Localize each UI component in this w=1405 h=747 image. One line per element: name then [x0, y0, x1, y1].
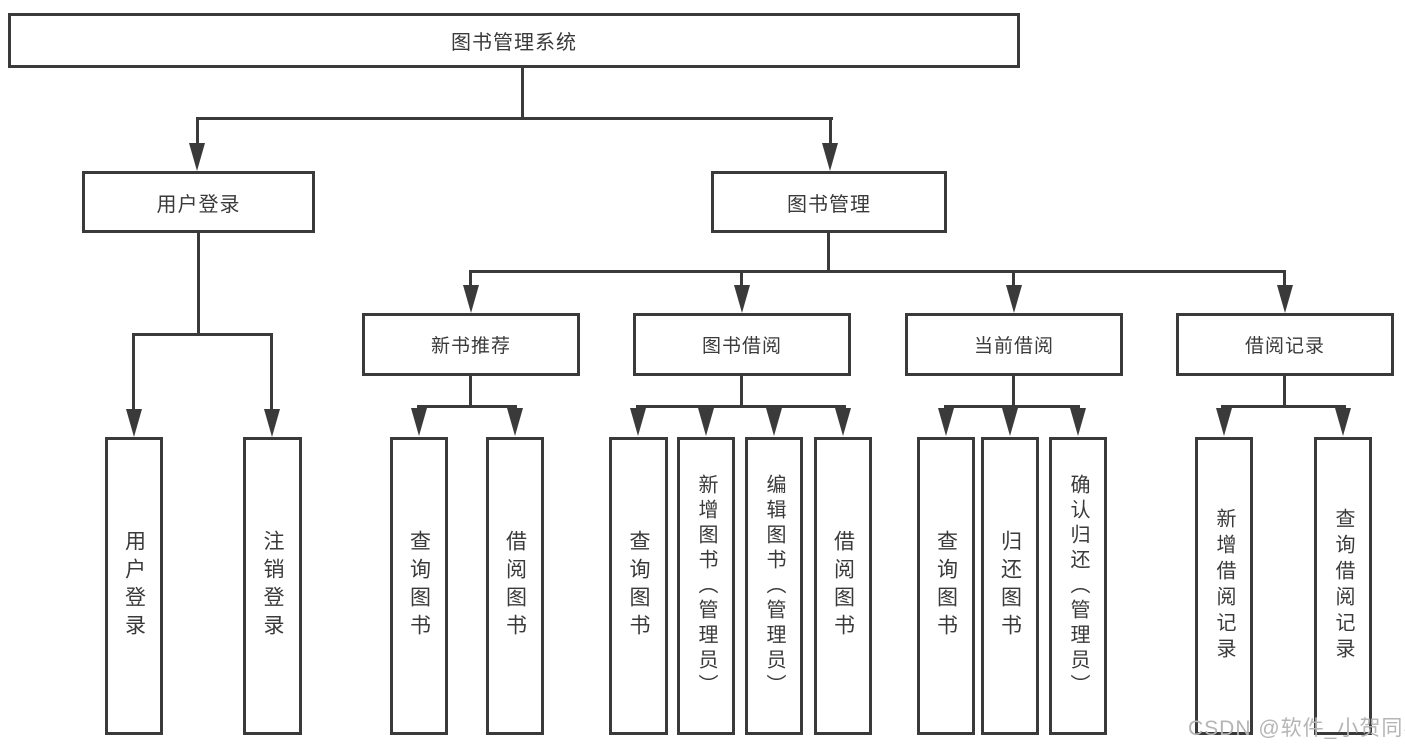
arrow-down-icon	[1335, 408, 1351, 436]
arrow-down-icon	[189, 143, 205, 171]
leaf-label: 新增借阅记录	[1213, 508, 1235, 664]
leaf-newbook-query: 查询图书	[390, 437, 448, 735]
node-book-mgmt: 图书管理	[711, 171, 947, 233]
arrow-down-icon	[938, 408, 954, 436]
connector-root-right-stub	[829, 117, 832, 145]
node-user-login-label: 用户登录	[156, 193, 241, 216]
connector-userlogin-hline	[132, 333, 273, 336]
connector-newbook-vline	[469, 376, 472, 408]
node-root: 图书管理系统	[8, 13, 1020, 68]
connector-currentborrow-hline	[944, 405, 1080, 408]
arrow-down-icon	[411, 408, 427, 436]
node-user-login: 用户登录	[82, 171, 315, 233]
node-new-book: 新书推荐	[362, 313, 580, 376]
connector-bookmgmt-stub	[1012, 270, 1015, 285]
node-borrow-record-label: 借阅记录	[1244, 336, 1325, 357]
arrow-down-icon	[126, 409, 142, 437]
leaf-user-login: 用户登录	[105, 437, 163, 735]
leaf-label: 确认归还（管理员）	[1067, 473, 1089, 699]
arrow-down-icon	[264, 409, 280, 437]
node-book-borrow: 图书借阅	[633, 313, 851, 376]
leaf-label: 借阅图书	[503, 530, 527, 642]
connector-bookborrow-hline	[636, 405, 846, 408]
leaf-bookborrow-edit: 编辑图书（管理员）	[745, 437, 803, 735]
leaf-current-return: 归还图书	[981, 437, 1039, 735]
connector-newbook-hline	[417, 405, 517, 408]
arrow-down-icon	[630, 408, 646, 436]
connector-userlogin-left-stub	[132, 333, 135, 409]
connector-bookmgmt-vline	[827, 233, 830, 273]
leaf-label: 编辑图书（管理员）	[763, 473, 785, 699]
leaf-label: 查询图书	[934, 530, 958, 642]
arrow-down-icon	[463, 285, 479, 313]
connector-currentborrow-vline	[1012, 376, 1015, 408]
connector-root-left-stub	[196, 117, 199, 145]
leaf-label: 注销登录	[261, 530, 284, 642]
arrow-down-icon	[698, 408, 714, 436]
leaf-label: 查询借阅记录	[1332, 508, 1354, 664]
connector-bookmgmt-hline	[469, 270, 1286, 273]
connector-bookmgmt-stub	[1283, 270, 1286, 285]
leaf-label: 借阅图书	[831, 530, 855, 642]
arrow-down-icon	[1070, 408, 1086, 436]
leaf-bookborrow-add: 新增图书（管理员）	[677, 437, 735, 735]
leaf-current-query: 查询图书	[917, 437, 975, 735]
node-root-label: 图书管理系统	[451, 32, 577, 54]
leaf-label: 用户登录	[122, 530, 146, 642]
node-current-borrow-label: 当前借阅	[973, 336, 1054, 357]
node-current-borrow: 当前借阅	[905, 313, 1123, 376]
node-book-borrow-label: 图书借阅	[701, 336, 782, 357]
leaf-current-confirm: 确认归还（管理员）	[1049, 437, 1107, 735]
leaf-bookborrow-query: 查询图书	[609, 437, 668, 735]
csdn-watermark: CSDN @软件_小贺同学	[1188, 717, 1405, 740]
connector-root-vline	[521, 68, 524, 120]
leaf-record-query: 查询借阅记录	[1314, 437, 1372, 735]
connector-root-hline	[196, 117, 833, 120]
leaf-bookborrow-borrow: 借阅图书	[814, 437, 872, 735]
leaf-label: 查询图书	[407, 530, 431, 642]
connector-bookborrow-vline	[740, 376, 743, 408]
leaf-logout: 注销登录	[243, 437, 302, 735]
leaf-record-add: 新增借阅记录	[1195, 437, 1253, 735]
connector-userlogin-vline	[197, 233, 200, 336]
arrow-down-icon	[1006, 285, 1022, 313]
connector-bookmgmt-stub	[740, 270, 743, 285]
arrow-down-icon	[1216, 408, 1232, 436]
connector-borrowrecord-hline	[1221, 405, 1346, 408]
arrow-down-icon	[766, 408, 782, 436]
arrow-down-icon	[1002, 408, 1018, 436]
leaf-newbook-borrow: 借阅图书	[486, 437, 544, 735]
connector-bookmgmt-stub	[469, 270, 472, 285]
arrow-down-icon	[734, 285, 750, 313]
arrow-down-icon	[822, 143, 838, 171]
arrow-down-icon	[1277, 285, 1293, 313]
leaf-label: 查询图书	[627, 530, 650, 642]
leaf-label: 新增图书（管理员）	[695, 473, 717, 699]
node-book-mgmt-label: 图书管理	[787, 193, 871, 216]
leaf-label: 归还图书	[998, 530, 1022, 642]
node-new-book-label: 新书推荐	[430, 336, 511, 357]
arrow-down-icon	[507, 408, 523, 436]
connector-borrowrecord-vline	[1283, 376, 1286, 408]
node-borrow-record: 借阅记录	[1176, 313, 1394, 376]
arrow-down-icon	[835, 408, 851, 436]
connector-userlogin-right-stub	[270, 333, 273, 409]
